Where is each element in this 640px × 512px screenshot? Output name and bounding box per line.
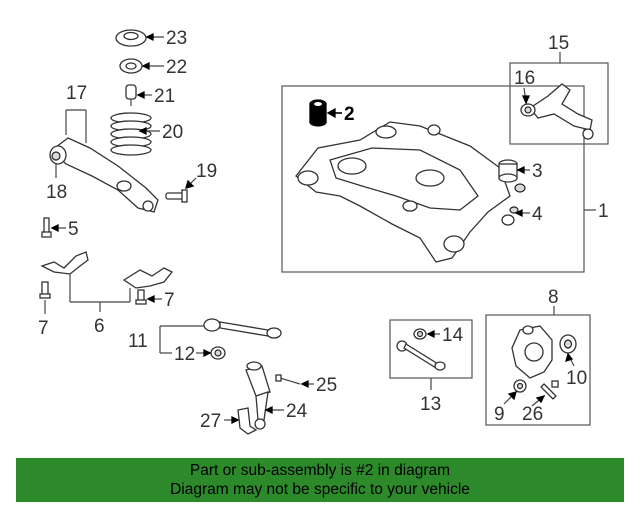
part-6-bracket-right[interactable] <box>122 267 174 289</box>
arrow-10 <box>565 352 574 363</box>
part-20-coil-spring[interactable] <box>110 112 152 156</box>
callout-5[interactable]: 5 <box>68 219 79 240</box>
part-19-bolt[interactable] <box>165 189 188 203</box>
part-7-bolt-left[interactable] <box>39 281 51 299</box>
part-15-upper-arm[interactable] <box>529 83 594 140</box>
callout-12[interactable]: 12 <box>174 344 195 365</box>
part-18-bushing[interactable] <box>51 151 61 161</box>
knuckle-box <box>485 314 591 426</box>
callout-17[interactable]: 17 <box>66 83 87 104</box>
arrow-25 <box>300 379 309 389</box>
upper-arm-box <box>509 62 609 145</box>
callout-7a[interactable]: 7 <box>38 318 49 339</box>
part-12-bushing[interactable] <box>210 346 226 360</box>
part-8-knuckle[interactable] <box>511 325 553 379</box>
callout-27[interactable]: 27 <box>200 411 221 432</box>
callout-26[interactable]: 26 <box>522 404 543 425</box>
callout-21[interactable]: 21 <box>154 86 175 107</box>
arrow-16 <box>522 95 530 105</box>
part-26-bolt[interactable] <box>540 380 559 400</box>
banner-line-2: Diagram may not be specific to your vehi… <box>170 481 470 498</box>
arrow-20 <box>138 126 147 136</box>
part-11-lateral-link[interactable] <box>203 318 282 339</box>
arrow-2 <box>326 107 336 119</box>
callout-19[interactable]: 19 <box>196 161 217 182</box>
callout-11[interactable]: 11 <box>128 331 148 352</box>
banner-line-1: Part or sub-assembly is #2 in diagram <box>189 462 451 479</box>
part-2-bushing-highlighted[interactable] <box>309 99 327 127</box>
arrow-14 <box>426 329 435 339</box>
part-6-bracket-left[interactable] <box>40 251 89 275</box>
callout-7b[interactable]: 7 <box>164 290 175 311</box>
callout-15[interactable]: 15 <box>548 33 569 54</box>
subframe-box <box>281 85 585 273</box>
info-banner: Part or sub-assembly is #2 in diagram Di… <box>16 458 624 502</box>
arrow-24 <box>264 405 273 415</box>
arrow-12 <box>203 348 212 358</box>
part-1-subframe[interactable] <box>295 121 511 263</box>
callout-14[interactable]: 14 <box>442 325 464 346</box>
arrow-23 <box>145 32 154 42</box>
part-13-link[interactable] <box>396 340 446 371</box>
part-22-seat[interactable] <box>119 58 143 74</box>
callout-16[interactable]: 16 <box>514 68 535 89</box>
part-23-seat[interactable] <box>115 29 147 47</box>
arrow-9 <box>507 391 517 401</box>
part-7-bolt-right[interactable] <box>135 289 147 305</box>
arrow-21 <box>136 90 145 100</box>
callout-9[interactable]: 9 <box>494 404 505 425</box>
part-3-bushing[interactable] <box>498 159 526 193</box>
callout-6[interactable]: 6 <box>94 316 105 337</box>
part-10-bushing[interactable] <box>559 334 577 354</box>
callout-24[interactable]: 24 <box>286 401 308 422</box>
part-24-shock-absorber[interactable] <box>245 361 271 430</box>
parts-diagram: 23 22 21 20 17 18 19 <box>38 28 609 435</box>
callout-18[interactable]: 18 <box>46 182 67 203</box>
callout-22[interactable]: 22 <box>166 57 187 78</box>
part-14-bushing[interactable] <box>413 328 427 340</box>
part-21-bumper[interactable] <box>125 84 137 106</box>
callout-4[interactable]: 4 <box>532 204 543 225</box>
arrow-22 <box>141 61 150 71</box>
arrow-5 <box>50 223 59 233</box>
arrow-26 <box>535 394 546 404</box>
arrow-7b <box>146 294 155 304</box>
part-17-trailing-arm[interactable] <box>49 137 159 213</box>
arrow-27 <box>231 415 240 425</box>
callout-3[interactable]: 3 <box>532 161 543 182</box>
arrow-4 <box>514 208 523 218</box>
callout-8[interactable]: 8 <box>548 287 559 308</box>
part-5-bolt[interactable] <box>41 217 52 238</box>
arrow-3 <box>516 165 525 175</box>
part-4-stopper[interactable] <box>501 206 519 226</box>
callout-1[interactable]: 1 <box>598 201 609 222</box>
callout-2[interactable]: 2 <box>344 104 355 125</box>
part-27-bracket[interactable] <box>237 407 258 435</box>
part-25-bolt[interactable] <box>275 374 301 385</box>
callout-10[interactable]: 10 <box>566 368 587 389</box>
arrow-19 <box>185 179 195 189</box>
callout-25[interactable]: 25 <box>316 375 337 396</box>
callout-13[interactable]: 13 <box>420 394 441 415</box>
callout-20[interactable]: 20 <box>162 122 183 143</box>
part-16-bushing[interactable] <box>520 103 536 117</box>
callout-23[interactable]: 23 <box>166 28 187 49</box>
part-9-bushing[interactable] <box>513 379 527 393</box>
